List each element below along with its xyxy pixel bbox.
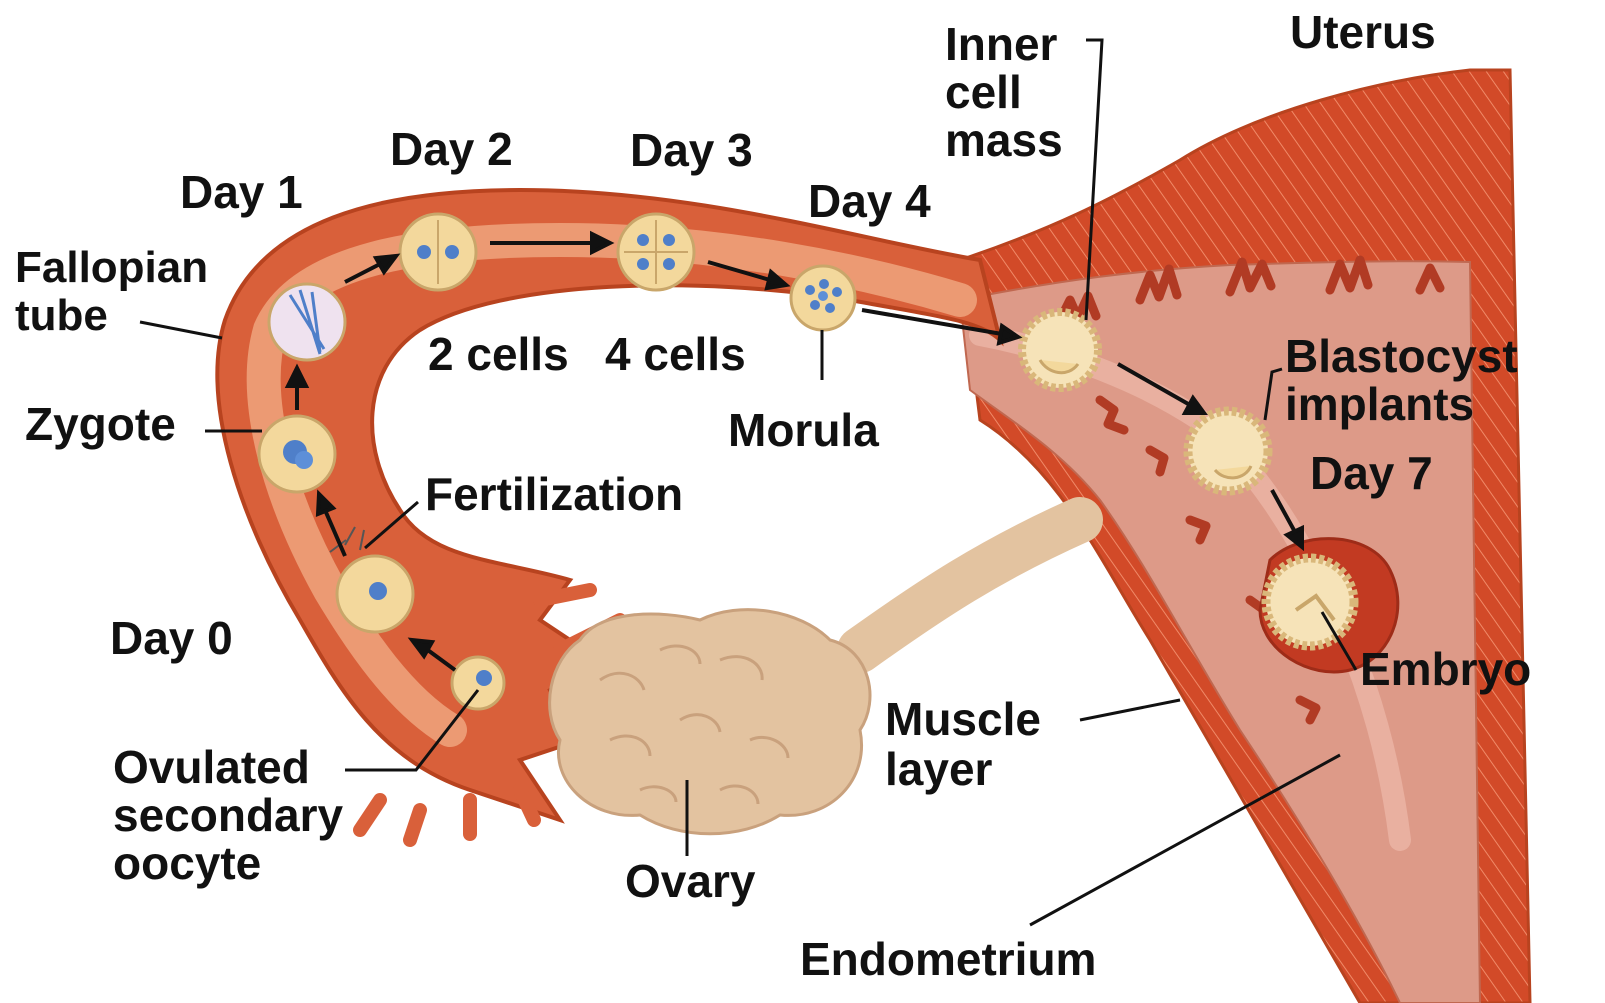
ovary-body: [550, 610, 870, 834]
ovarian-ligament: [860, 520, 1080, 650]
day2-label: Day 2: [390, 123, 513, 175]
inner-cell-mass-label-line3: mass: [945, 114, 1063, 166]
ovary-label: Ovary: [625, 855, 756, 907]
ovulated-oocyte-label-line2: secondary: [113, 789, 344, 841]
endometrium-label: Endometrium: [800, 933, 1096, 985]
fertilization-label: Fertilization: [425, 468, 683, 520]
two-cells-label: 2 cells: [428, 328, 569, 380]
fallopian-tube-label-line2: tube: [15, 291, 108, 340]
day3-label: Day 3: [630, 124, 753, 176]
two-cell-embryo: [400, 214, 476, 290]
inner-cell-mass-label-line1: Inner: [945, 18, 1058, 70]
day1-label: Day 1: [180, 166, 303, 218]
morula-label: Morula: [728, 404, 879, 456]
ovary-illustration: [550, 520, 1080, 834]
four-cell-embryo: [618, 214, 694, 290]
embryo-label: Embryo: [1360, 643, 1531, 695]
blastocyst-implants-label-line1: Blastocyst: [1285, 330, 1518, 382]
implanting-blastocyst: [1188, 411, 1268, 491]
ovulated-oocyte-label-line1: Ovulated: [113, 741, 310, 793]
blastocyst-implants-label-line2: implants: [1285, 378, 1474, 430]
fallopian-tube-label-line1: Fallopian: [15, 243, 208, 292]
day0-label: Day 0: [110, 612, 233, 664]
muscle-layer-label-line2: layer: [885, 743, 993, 795]
muscle-layer-label-line1: Muscle: [885, 693, 1041, 745]
day4-label: Day 4: [808, 175, 931, 227]
day7-label: Day 7: [1310, 447, 1433, 499]
uterus-label: Uterus: [1290, 6, 1436, 58]
early-blastocyst: [1022, 312, 1098, 388]
zygote-label: Zygote: [25, 398, 176, 450]
oocyte-cell: [452, 657, 504, 709]
inner-cell-mass-label-line2: cell: [945, 66, 1022, 118]
ovulated-oocyte-label-line3: oocyte: [113, 837, 261, 889]
morula-cell: [791, 266, 855, 330]
day1-cleavage-cell: [269, 284, 345, 360]
zygote-cell: [259, 416, 335, 492]
four-cells-label: 4 cells: [605, 328, 746, 380]
